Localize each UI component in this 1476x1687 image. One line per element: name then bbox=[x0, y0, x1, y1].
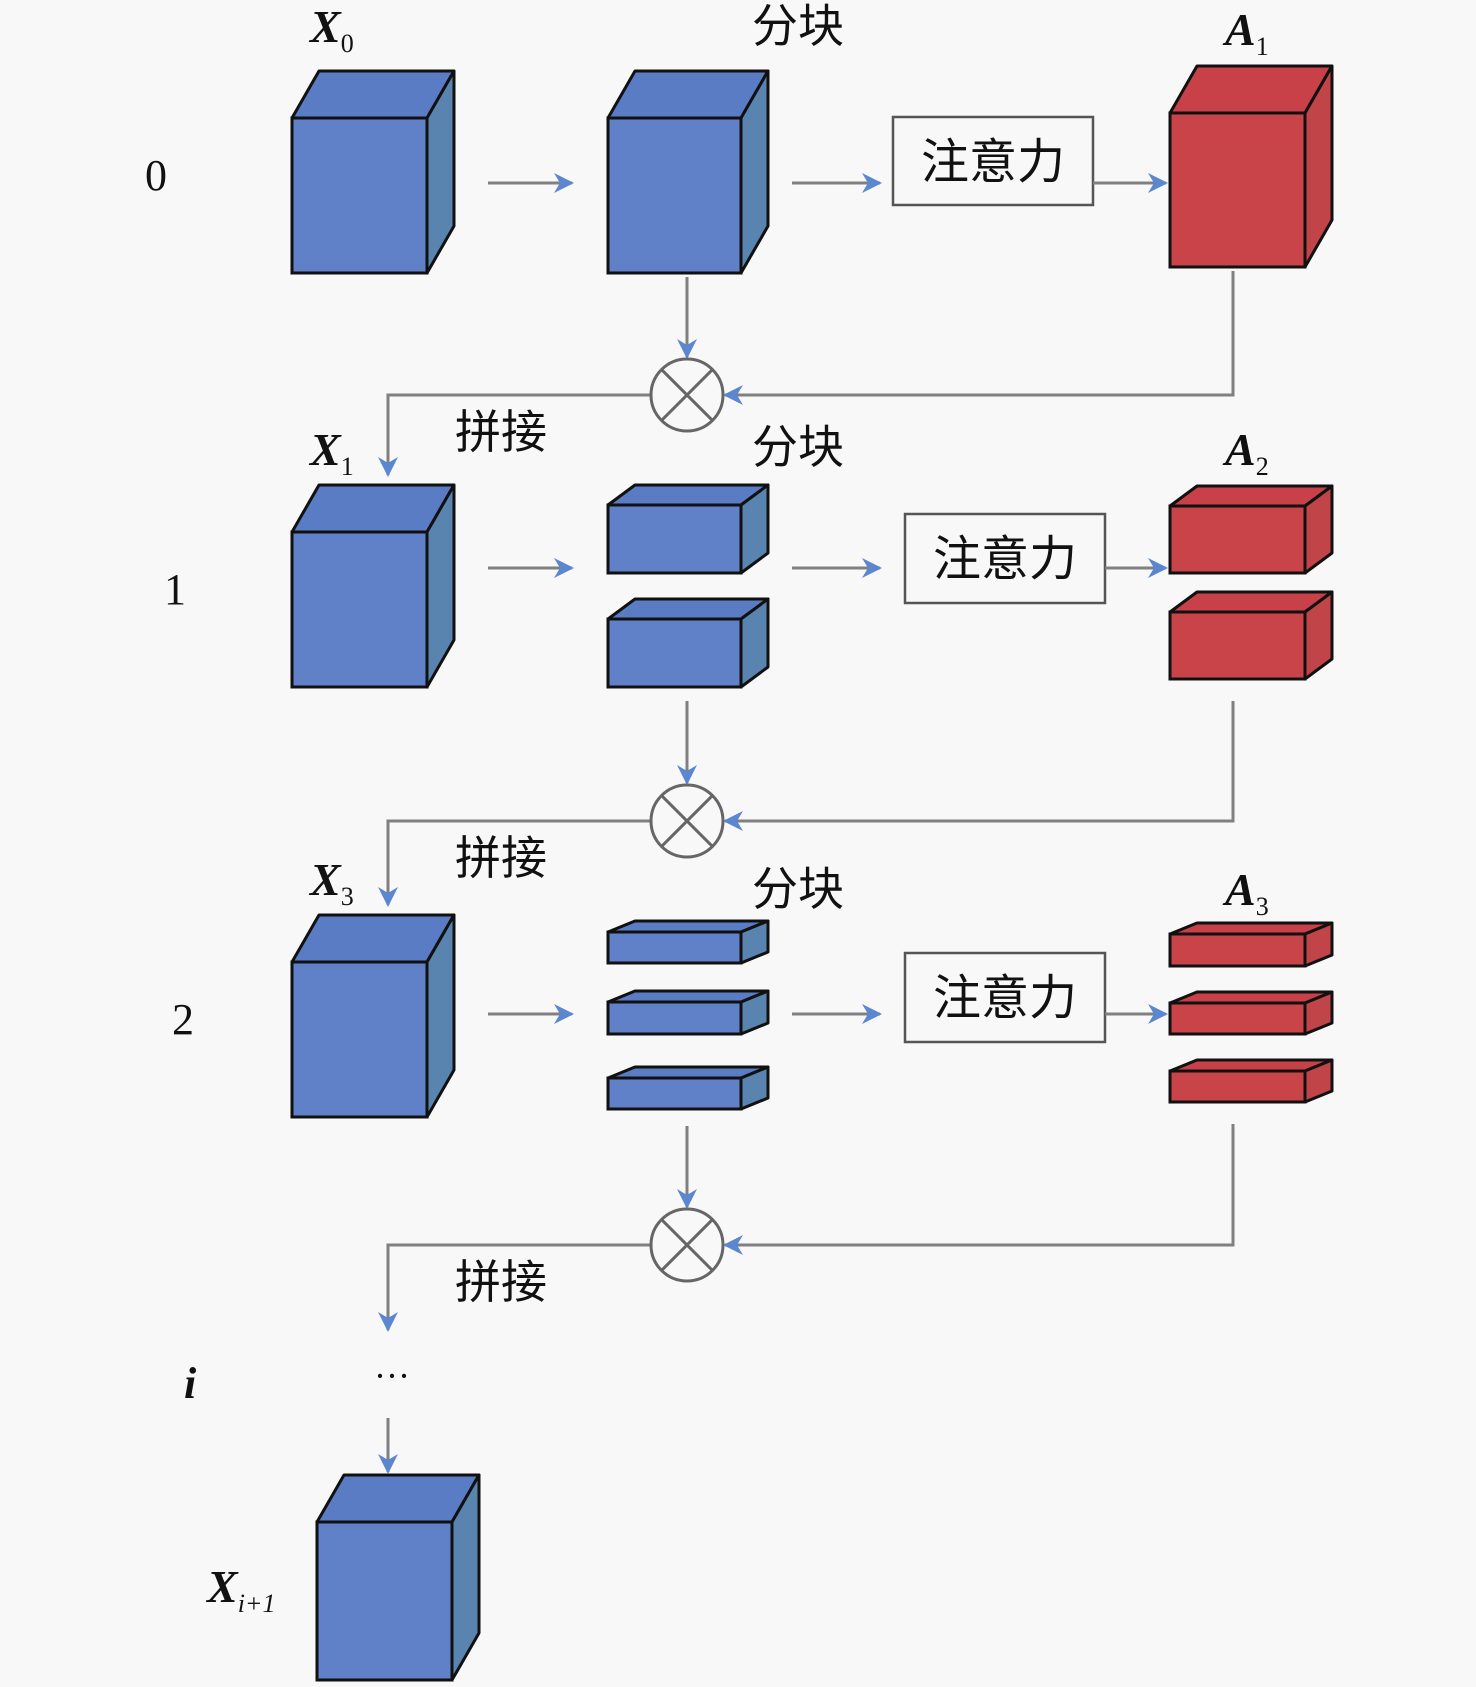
attention-box-row2: 注意力 bbox=[903, 951, 1107, 1044]
stage-label-i: i bbox=[184, 1359, 197, 1408]
attention-box-row0: 注意力 bbox=[891, 115, 1095, 207]
attention-cube-a1 bbox=[1168, 64, 1334, 269]
split-label-row0: 分块 bbox=[752, 0, 844, 53]
shapes-layer bbox=[290, 64, 1334, 1682]
attention-box-label: 注意力 bbox=[933, 970, 1077, 1026]
box-front-face bbox=[606, 116, 743, 275]
box-front-face bbox=[290, 116, 429, 275]
input-cube-x1 bbox=[290, 483, 456, 689]
stage-label-2: 2 bbox=[172, 995, 194, 1044]
attention-block-a2-1 bbox=[1168, 484, 1334, 575]
output-label-x-i-plus-1: Xi+1 bbox=[205, 1561, 275, 1618]
input-label-x3: X3 bbox=[308, 854, 354, 911]
multiply-operator bbox=[649, 1207, 725, 1283]
input-label-x1: X1 bbox=[308, 424, 354, 481]
concat-label-0: 拼接 bbox=[455, 405, 547, 459]
split-block-row2-1 bbox=[606, 919, 770, 965]
arrow-concat-to-next bbox=[378, 819, 651, 907]
attention-block-a3-3 bbox=[1168, 1058, 1334, 1104]
arrow-attention-to-multiply bbox=[723, 271, 1235, 405]
box-front-face bbox=[1168, 932, 1307, 968]
concat-label-2: 拼接 bbox=[455, 1255, 547, 1309]
box-front-face bbox=[1168, 1001, 1307, 1036]
split-block-row0 bbox=[606, 69, 770, 275]
split-block-row2-2 bbox=[606, 989, 770, 1036]
stage-label-1: 1 bbox=[164, 565, 186, 614]
box-front-face bbox=[1168, 610, 1307, 681]
box-front-face bbox=[1168, 504, 1307, 575]
input-cube-x3 bbox=[290, 913, 456, 1119]
attention-label-a2: A2 bbox=[1222, 424, 1269, 481]
split-label-row2: 分块 bbox=[752, 862, 844, 916]
ellipsis: ··· bbox=[374, 1356, 410, 1396]
split-label-row1: 分块 bbox=[752, 420, 844, 474]
arrow-concat-to-next bbox=[378, 393, 651, 477]
multiply-operator bbox=[649, 783, 725, 859]
attention-label-a1: A1 bbox=[1222, 4, 1269, 61]
split-block-row2-3 bbox=[606, 1065, 770, 1111]
arrow-attention-to-multiply bbox=[723, 701, 1235, 831]
input-cube-x0 bbox=[290, 69, 456, 275]
multiply-cross-line bbox=[660, 368, 714, 422]
attention-label-a3: A3 bbox=[1222, 864, 1269, 921]
connectors-layer bbox=[378, 173, 1235, 1474]
box-front-face bbox=[1168, 1069, 1307, 1104]
split-block-row1-1 bbox=[606, 483, 770, 575]
arrow-concat-to-next bbox=[378, 1243, 651, 1332]
input-label-x0: X0 bbox=[308, 1, 354, 58]
box-front-face bbox=[315, 1520, 454, 1682]
attention-block-a3-2 bbox=[1168, 990, 1334, 1036]
box-front-face bbox=[606, 503, 743, 575]
box-front-face bbox=[290, 960, 429, 1119]
box-front-face bbox=[1168, 111, 1307, 269]
box-front-face bbox=[606, 1000, 743, 1036]
box-front-face bbox=[606, 930, 743, 965]
attention-box-label: 注意力 bbox=[921, 134, 1065, 190]
box-front-face bbox=[606, 617, 743, 689]
attention-block-a2-2 bbox=[1168, 590, 1334, 681]
stage-label-0: 0 bbox=[145, 151, 167, 200]
split-block-row1-2 bbox=[606, 597, 770, 689]
arrow-attention-to-multiply bbox=[723, 1124, 1235, 1255]
multiply-cross-line bbox=[660, 1218, 714, 1272]
attention-box-label: 注意力 bbox=[933, 531, 1077, 587]
box-front-face bbox=[606, 1076, 743, 1111]
concat-label-1: 拼接 bbox=[455, 831, 547, 885]
box-front-face bbox=[290, 530, 429, 689]
multiply-operator bbox=[649, 357, 725, 433]
multiply-cross-line bbox=[660, 794, 714, 848]
attention-block-a3-1 bbox=[1168, 921, 1334, 968]
output-cube-x-i-plus-1 bbox=[315, 1473, 481, 1682]
attention-box-row1: 注意力 bbox=[903, 512, 1107, 605]
